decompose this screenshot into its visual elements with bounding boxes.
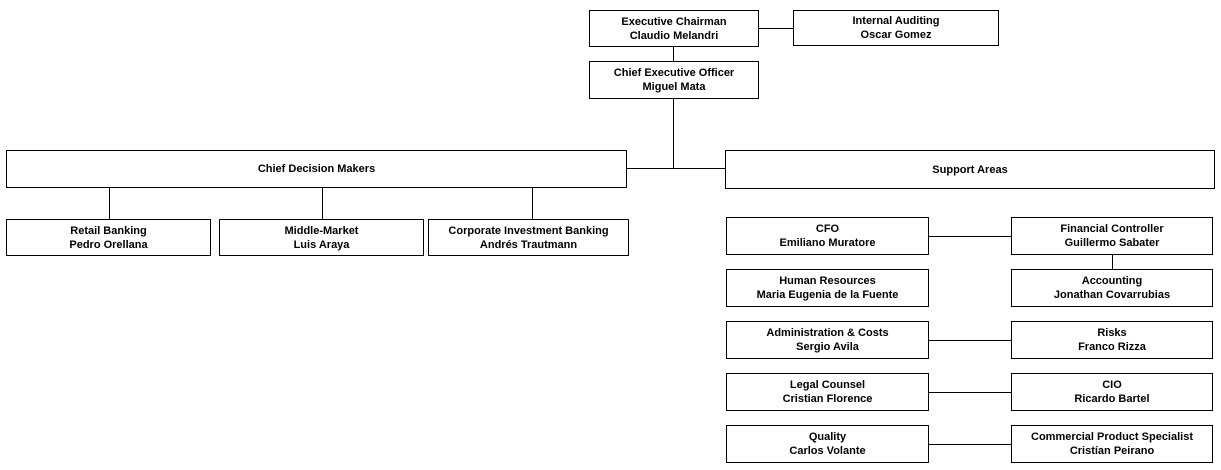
connector-ceo-down — [673, 99, 674, 169]
node-ceo: Chief Executive Officer Miguel Mata — [589, 61, 759, 99]
node-human-resources: Human Resources Maria Eugenia de la Fuen… — [726, 269, 929, 307]
node-title: Support Areas — [932, 163, 1008, 176]
node-person: Claudio Melandri — [629, 29, 719, 42]
node-person: Maria Eugenia de la Fuente — [756, 289, 899, 301]
node-title: Chief Executive Officer — [613, 67, 735, 79]
node-quality: Quality Carlos Volante — [726, 425, 929, 463]
connector-decisionmakers-supportareas — [627, 168, 725, 169]
node-person: Ricardo Bartel — [1074, 393, 1150, 405]
node-corporate-investment-banking: Corporate Investment Banking Andrés Trau… — [428, 219, 629, 256]
node-title: Internal Auditing — [852, 15, 940, 27]
node-internal-auditing: Internal Auditing Oscar Gomez — [793, 10, 999, 46]
connector-admin-risks — [929, 340, 1011, 341]
node-title: Executive Chairman — [621, 15, 727, 28]
node-executive-chairman: Executive Chairman Claudio Melandri — [589, 10, 759, 47]
node-person: Pedro Orellana — [69, 238, 148, 251]
node-title: Commercial Product Specialist — [1031, 431, 1193, 443]
node-cio: CIO Ricardo Bartel — [1011, 373, 1213, 411]
node-commercial-product-specialist: Commercial Product Specialist Cristían P… — [1011, 425, 1213, 463]
node-support-areas: Support Areas — [725, 150, 1215, 189]
node-title: Legal Counsel — [789, 379, 866, 391]
node-retail-banking: Retail Banking Pedro Orellana — [6, 219, 211, 256]
node-chief-decision-makers: Chief Decision Makers — [6, 150, 627, 188]
node-person: Franco Rizza — [1078, 341, 1146, 353]
node-title: Human Resources — [779, 275, 876, 287]
node-middle-market: Middle-Market Luis Araya — [219, 219, 424, 256]
node-person: Andrés Trautmann — [479, 238, 578, 251]
node-person: Miguel Mata — [642, 81, 706, 93]
node-title: Accounting — [1081, 275, 1143, 287]
node-person: Oscar Gomez — [860, 29, 932, 41]
node-title: Chief Decision Makers — [257, 163, 376, 175]
connector-chairman-ceo — [673, 47, 674, 61]
node-person: Guillermo Sabater — [1064, 237, 1160, 249]
node-title: Administration & Costs — [766, 327, 889, 339]
node-accounting: Accounting Jonathan Covarrubias — [1011, 269, 1213, 307]
node-title: CFO — [815, 223, 840, 235]
node-administration-costs: Administration & Costs Sergio Avila — [726, 321, 929, 359]
node-cfo: CFO Emiliano Muratore — [726, 217, 929, 255]
connector-controller-accounting — [1112, 255, 1113, 269]
node-person: Luis Araya — [293, 238, 350, 251]
connector-legal-cio — [929, 392, 1011, 393]
node-title: Retail Banking — [70, 224, 147, 237]
connector-cdm-middlemarket — [322, 187, 323, 219]
node-person: Cristían Peirano — [1069, 445, 1155, 457]
node-title: Middle-Market — [284, 224, 359, 237]
connector-chairman-auditing — [759, 28, 793, 29]
node-person: Jonathan Covarrubias — [1053, 289, 1171, 301]
connector-quality-cps — [929, 444, 1011, 445]
node-legal-counsel: Legal Counsel Cristian Florence — [726, 373, 929, 411]
node-title: Risks — [1097, 327, 1127, 339]
node-person: Carlos Volante — [789, 445, 866, 457]
node-person: Sergio Avila — [796, 341, 859, 353]
node-title: Corporate Investment Banking — [448, 224, 609, 237]
node-title: Financial Controller — [1060, 223, 1164, 235]
node-title: Quality — [808, 431, 847, 443]
node-person: Cristian Florence — [782, 393, 873, 405]
node-title: CIO — [1102, 379, 1122, 391]
node-person: Emiliano Muratore — [779, 237, 876, 249]
node-risks: Risks Franco Rizza — [1011, 321, 1213, 359]
connector-cdm-retail — [109, 187, 110, 219]
node-financial-controller: Financial Controller Guillermo Sabater — [1011, 217, 1213, 255]
connector-cdm-cib — [532, 187, 533, 219]
connector-cfo-controller — [929, 236, 1011, 237]
